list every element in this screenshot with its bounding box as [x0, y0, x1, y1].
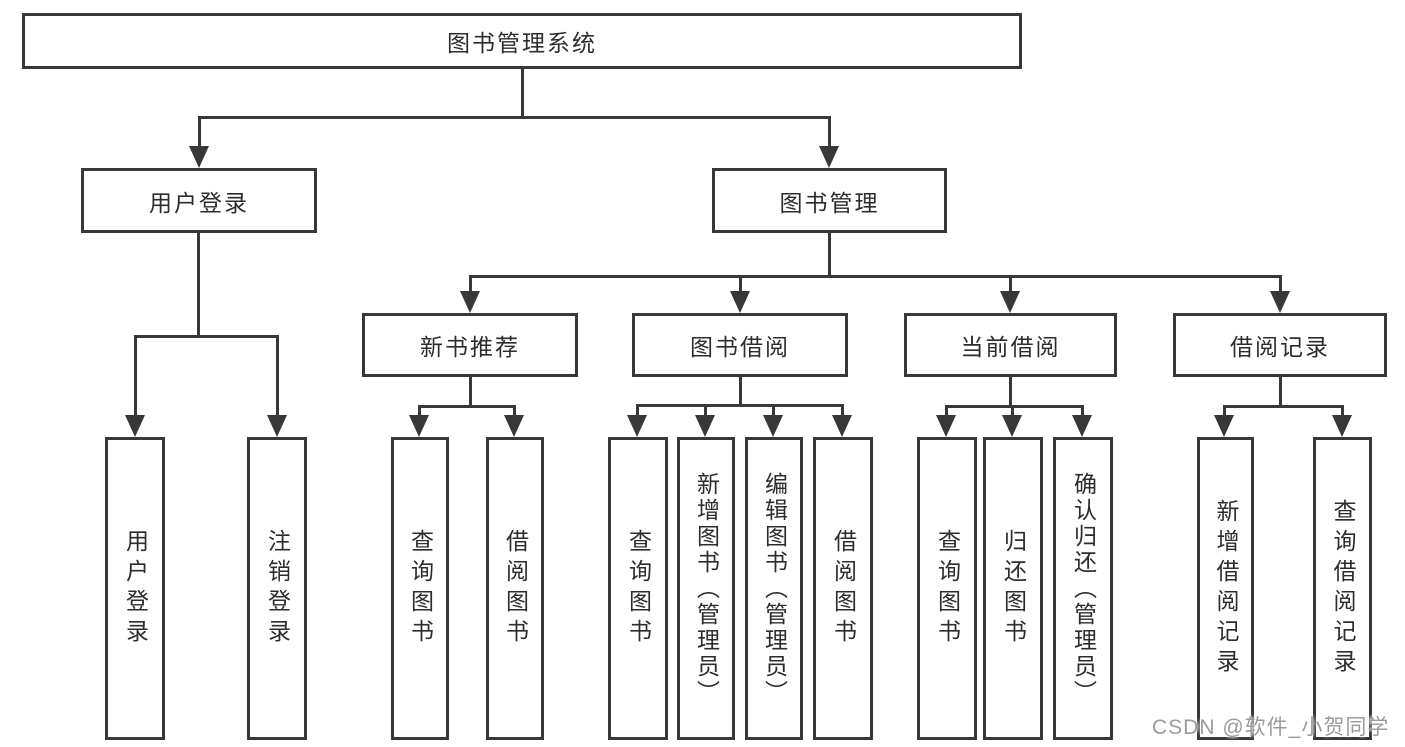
node-book-management: 图书管理: [712, 168, 947, 233]
connector-line: [828, 116, 831, 150]
leaf-label: 查询借阅记录: [1330, 498, 1356, 679]
connector-line: [276, 335, 279, 417]
connector-line: [418, 405, 516, 408]
connector-line: [1223, 405, 1344, 408]
connector-line: [828, 233, 831, 278]
connector-line: [197, 233, 200, 337]
connector-line: [945, 405, 1084, 408]
connector-line: [739, 377, 742, 407]
leaf-label: 确认归还（管理员）: [1070, 471, 1097, 706]
connector-line: [945, 405, 948, 419]
arrowhead-icon: [267, 415, 287, 437]
node-label: 图书管理系统: [447, 30, 597, 56]
node-library-management-system: 图书管理系统: [22, 13, 1022, 69]
connector-line: [198, 116, 201, 150]
arrowhead-icon: [1072, 415, 1092, 437]
arrowhead-icon: [504, 415, 524, 437]
connector-line: [469, 275, 472, 295]
leaf-user-login: 用户登录: [105, 437, 165, 740]
connector-line: [841, 404, 844, 419]
arrowhead-icon: [730, 291, 750, 313]
connector-line: [1279, 377, 1282, 408]
connector-line: [1081, 405, 1084, 419]
watermark: CSDN @软件_小贺同学: [1152, 716, 1390, 739]
leaf-label: 编辑图书（管理员）: [761, 471, 788, 706]
connector-line: [198, 116, 831, 119]
node-user-login: 用户登录: [81, 168, 317, 233]
leaf-logout: 注销登录: [247, 437, 307, 740]
node-label: 用户登录: [149, 189, 249, 216]
arrowhead-icon: [627, 415, 647, 437]
connector-line: [1011, 405, 1014, 419]
leaf-label: 新增借阅记录: [1213, 498, 1239, 679]
connector-line: [772, 404, 775, 419]
arrowhead-icon: [819, 146, 839, 168]
leaf-borrow-book-recommend: 借阅图书: [486, 437, 544, 740]
leaf-label: 查询图书: [625, 528, 652, 649]
leaf-label: 查询图书: [407, 528, 434, 649]
connector-line: [1341, 405, 1344, 419]
leaf-label: 注销登录: [264, 528, 291, 649]
node-label: 当前借阅: [960, 334, 1061, 360]
leaf-label: 归还图书: [1000, 528, 1027, 649]
leaf-edit-book-admin: 编辑图书（管理员）: [745, 437, 803, 740]
connector-line: [636, 404, 639, 419]
connector-line: [469, 275, 1282, 278]
connector-line: [1009, 377, 1012, 408]
node-label: 图书借阅: [690, 334, 790, 360]
leaf-borrow-book: 借阅图书: [813, 437, 873, 740]
arrowhead-icon: [409, 415, 429, 437]
leaf-query-book-borrow: 查询图书: [608, 437, 668, 740]
leaf-confirm-return-admin: 确认归还（管理员）: [1053, 437, 1113, 740]
arrowhead-icon: [936, 415, 956, 437]
arrowhead-icon: [1214, 415, 1234, 437]
connector-line: [469, 377, 472, 408]
arrowhead-icon: [125, 415, 145, 437]
leaf-label: 借阅图书: [502, 528, 529, 649]
leaf-label: 新增图书（管理员）: [693, 471, 720, 706]
arrowhead-icon: [460, 291, 480, 313]
arrowhead-icon: [832, 415, 852, 437]
leaf-query-book-current: 查询图书: [917, 437, 977, 740]
connector-line: [521, 69, 524, 118]
arrowhead-icon: [695, 415, 715, 437]
node-borrow-records: 借阅记录: [1173, 313, 1387, 377]
arrowhead-icon: [1332, 415, 1352, 437]
leaf-query-borrow-record: 查询借阅记录: [1313, 437, 1372, 740]
leaf-label: 用户登录: [122, 528, 149, 649]
leaf-add-borrow-record: 新增借阅记录: [1197, 437, 1254, 740]
node-label: 借阅记录: [1230, 334, 1330, 360]
leaf-label: 查询图书: [934, 528, 961, 649]
leaf-add-book-admin: 新增图书（管理员）: [677, 437, 735, 740]
connector-line: [1223, 405, 1226, 419]
connector-line: [418, 405, 421, 419]
node-label: 新书推荐: [420, 334, 520, 360]
connector-line: [636, 404, 844, 407]
connector-line: [1009, 275, 1012, 295]
connector-line: [1279, 275, 1282, 295]
connector-line: [513, 405, 516, 419]
leaf-query-book-recommend: 查询图书: [391, 437, 449, 740]
arrowhead-icon: [1000, 291, 1020, 313]
leaf-return-book: 归还图书: [983, 437, 1043, 740]
node-current-borrow: 当前借阅: [904, 313, 1117, 377]
connector-line: [739, 275, 742, 295]
arrowhead-icon: [763, 415, 783, 437]
connector-line: [704, 404, 707, 419]
arrowhead-icon: [189, 146, 209, 168]
arrowhead-icon: [1002, 415, 1022, 437]
node-label: 图书管理: [779, 189, 880, 216]
node-new-book-recommend: 新书推荐: [362, 313, 578, 377]
connector-line: [134, 335, 137, 417]
leaf-label: 借阅图书: [830, 528, 857, 649]
node-book-borrow: 图书借阅: [632, 313, 848, 377]
arrowhead-icon: [1270, 291, 1290, 313]
connector-line: [134, 335, 279, 338]
